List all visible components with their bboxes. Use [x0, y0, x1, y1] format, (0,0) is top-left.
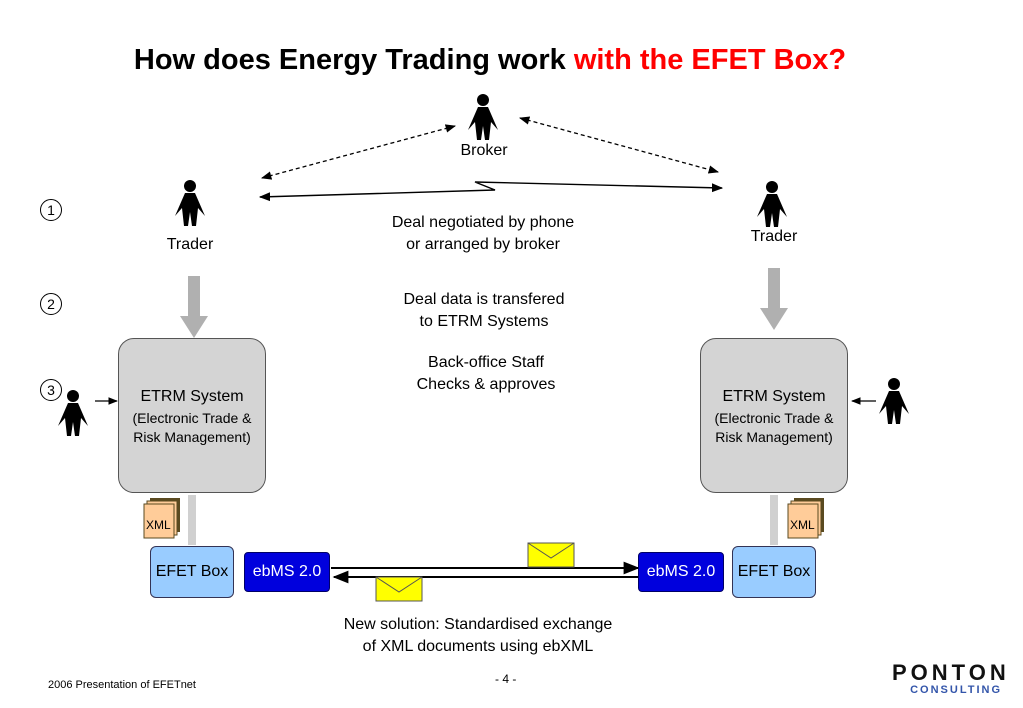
efet-box-left: EFET Box	[150, 546, 234, 598]
deal-note: Deal negotiated by phone or arranged by …	[343, 212, 623, 256]
etrm-subtitle-line2: Risk Management)	[133, 429, 251, 445]
efet-box-right: EFET Box	[732, 546, 816, 598]
step-marker-1: 1	[40, 199, 62, 221]
person-icon	[58, 390, 88, 436]
solution-note-line1: New solution: Standardised exchange	[343, 616, 613, 633]
backoffice-note: Back-office Staff Checks & approves	[346, 352, 626, 396]
step-marker-2: 2	[40, 293, 62, 315]
link-etrm-efet-right	[770, 495, 778, 545]
transfer-note-line1: Deal data is transfered	[403, 291, 565, 308]
title-main: How does Energy Trading work	[133, 44, 574, 76]
backoffice-note-line1: Back-office Staff	[428, 354, 544, 371]
xml-doc-label-right: XML	[790, 518, 815, 532]
solution-note: New solution: Standardised exchange of X…	[306, 614, 650, 658]
trader-label-right: Trader	[750, 228, 798, 245]
logo-line1: PONTON	[892, 660, 1010, 685]
transfer-note-line2: to ETRM Systems	[419, 313, 549, 330]
solution-note-line2: of XML documents using ebXML	[362, 638, 594, 655]
gray-arrow-left	[180, 276, 208, 338]
ebms-box-right: ebMS 2.0	[638, 552, 724, 592]
broker-link-right	[518, 116, 720, 174]
person-icon	[468, 94, 498, 140]
page-title: How does Energy Trading work with the EF…	[0, 44, 980, 77]
page-number: - 4 -	[495, 672, 517, 686]
gray-arrow-right	[760, 268, 788, 330]
xml-document-stack-left	[143, 498, 180, 539]
trader-label-left: Trader	[166, 236, 214, 253]
ponton-logo: PONTON CONSULTING	[892, 660, 1010, 697]
deal-note-line2: or arranged by broker	[406, 236, 560, 253]
backoffice-note-line2: Checks & approves	[416, 376, 556, 393]
etrm-title: ETRM System	[722, 388, 826, 405]
person-icon	[757, 181, 787, 227]
phone-link	[258, 181, 724, 202]
title-highlight: with the EFET Box?	[573, 44, 847, 76]
transfer-note: Deal data is transfered to ETRM Systems	[344, 289, 624, 333]
envelope-icon	[375, 576, 423, 602]
broker-link-left	[260, 124, 457, 180]
person-icon	[879, 378, 909, 424]
xml-doc-label-left: XML	[146, 518, 171, 532]
etrm-system-box-right: ETRM System (Electronic Trade & Risk Man…	[700, 338, 848, 493]
etrm-subtitle-line2: Risk Management)	[715, 429, 833, 445]
link-etrm-efet-left	[188, 495, 196, 545]
footer-caption: 2006 Presentation of EFETnet	[48, 679, 196, 691]
broker-label: Broker	[460, 142, 508, 159]
etrm-subtitle-line1: (Electronic Trade &	[132, 410, 252, 426]
etrm-title: ETRM System	[140, 388, 244, 405]
deal-note-line1: Deal negotiated by phone	[391, 214, 575, 231]
ebms-box-left: ebMS 2.0	[244, 552, 330, 592]
etrm-system-box-left: ETRM System (Electronic Trade & Risk Man…	[118, 338, 266, 493]
person-icon	[175, 180, 205, 226]
step-marker-3: 3	[40, 379, 62, 401]
etrm-subtitle-line1: (Electronic Trade &	[714, 410, 834, 426]
envelope-icon	[527, 542, 575, 568]
xml-document-stack-right	[787, 498, 824, 539]
logo-line2: CONSULTING	[910, 684, 1002, 696]
